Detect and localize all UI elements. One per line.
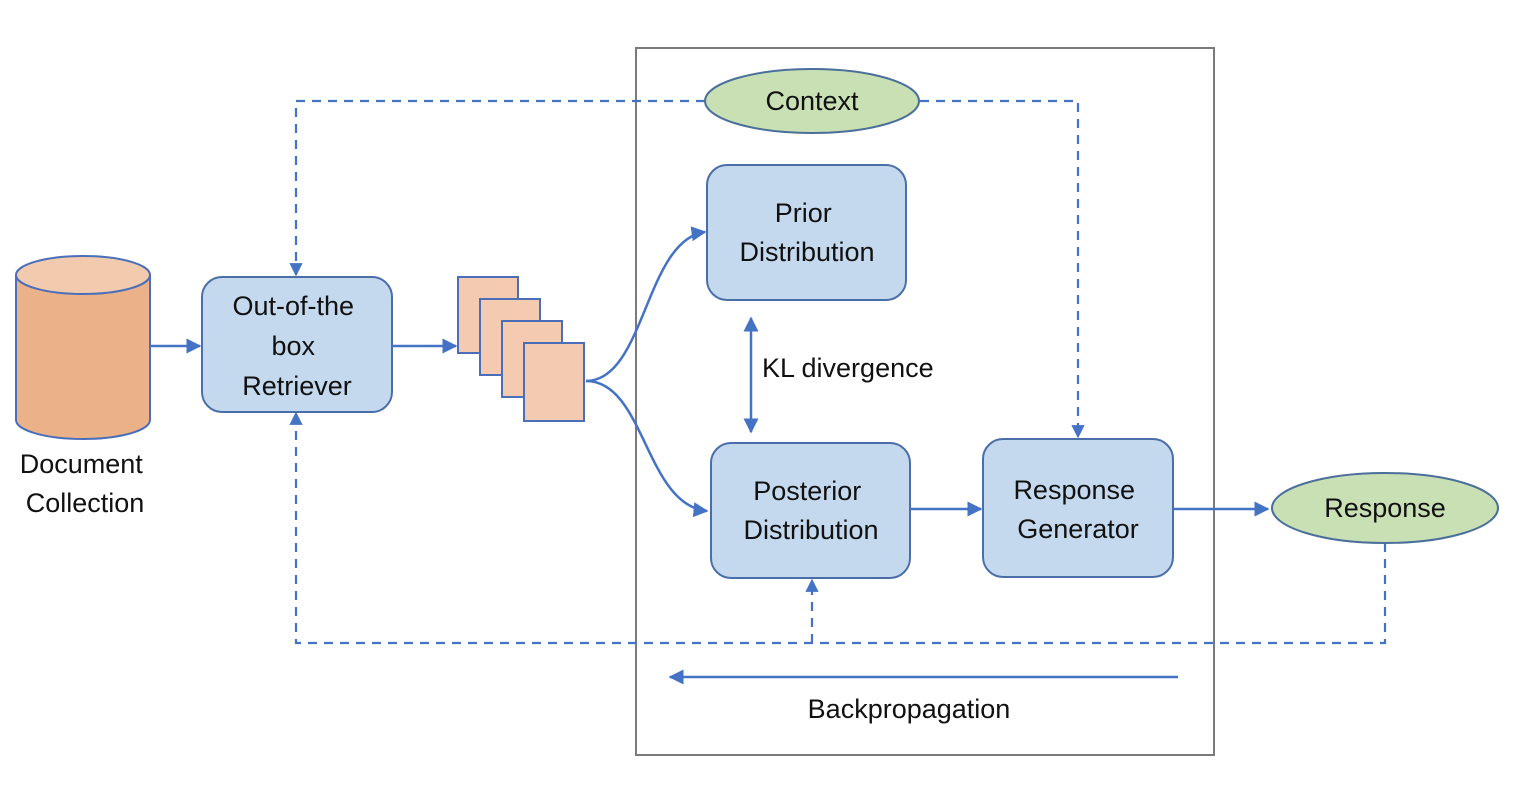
prior-distribution-label: Prior Distribution: [739, 198, 874, 267]
training-frame: [635, 47, 1215, 756]
context-to-retriever-edge: [289, 99, 705, 277]
retriever-label: Out-of-the box Retriever: [232, 291, 361, 401]
backpropagation-label: Backpropagation: [808, 694, 1011, 724]
response-generator-node: [982, 438, 1174, 578]
document-page-icon: [523, 342, 585, 422]
retrieved-documents-stack: [457, 276, 585, 422]
context-to-generator-edge: [920, 99, 1085, 439]
posterior-distribution-label: Posterior Distribution: [743, 476, 878, 545]
context-label: Context: [765, 86, 859, 116]
kl-divergence-label: KL divergence: [762, 353, 934, 383]
posterior-distribution-node: [710, 442, 911, 579]
documents-to-posterior-edge: [585, 379, 709, 518]
response-node: [1271, 472, 1499, 544]
documents-to-prior-edge: [585, 226, 707, 383]
context-node: [704, 68, 920, 134]
prior-distribution-node: [706, 164, 907, 301]
response-generator-label: Response Generator: [1013, 475, 1142, 544]
response-label: Response: [1324, 493, 1446, 523]
document-collection-cylinder: [15, 255, 151, 440]
document-collection-label: Document Collection: [20, 449, 151, 518]
feedback-to-retriever-edge: [289, 411, 1387, 645]
retriever-node: [201, 276, 393, 413]
